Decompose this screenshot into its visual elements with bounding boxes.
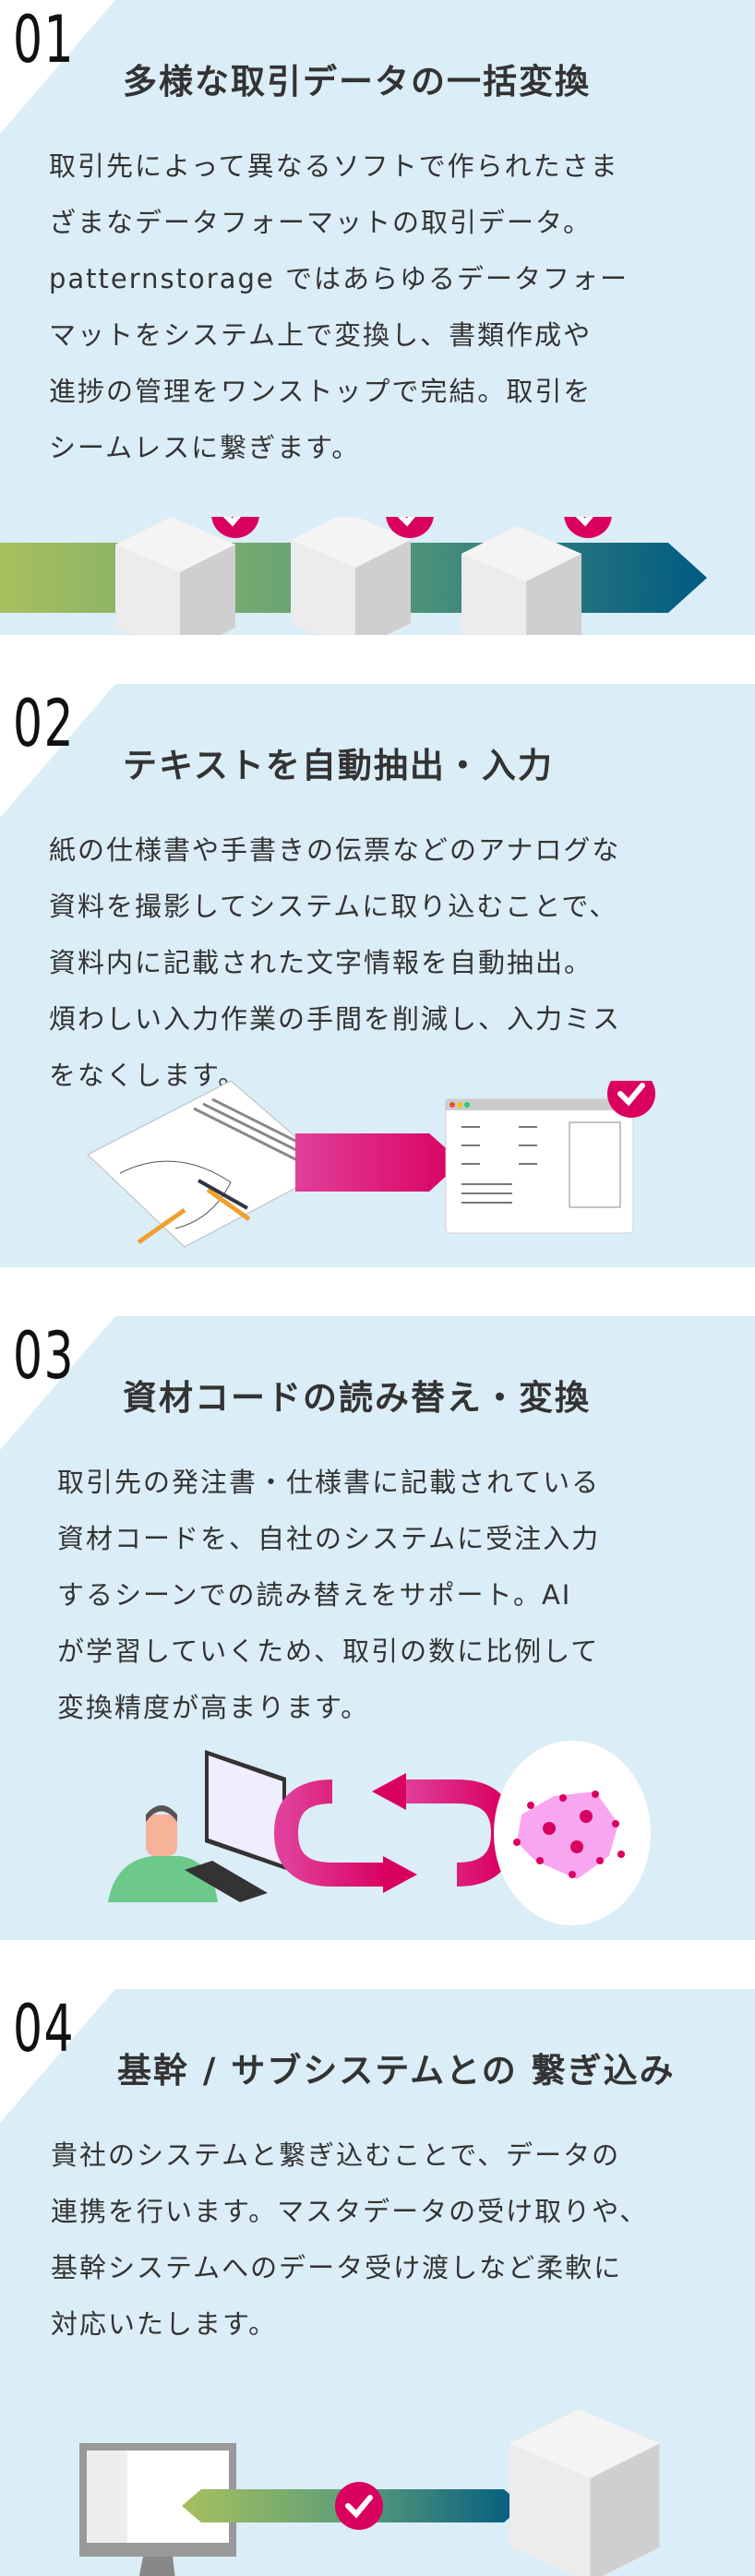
section-number: 03 [13, 1318, 76, 1394]
corner-decoration [0, 1316, 115, 1450]
description-line: 連携を行います。マスタデータの受け取りや、 [51, 2196, 649, 2227]
system-integration-illustration [79, 2409, 660, 2576]
description-line: シームレスに繋ぎます。 [49, 432, 361, 463]
description-line: 資料内に記載された文字情報を自動抽出。 [49, 947, 593, 978]
description-line: するシーンでの読み替えをサポート。AI [57, 1579, 572, 1611]
section-description: 貴社のシステムと繋ぎ込むことで、データの 連携を行います。マスタデータの受け取り… [51, 2127, 648, 2353]
corner-decoration [0, 1989, 115, 2123]
building-icon [115, 517, 235, 635]
description-line: が学習していくため、取引の数に比例して [57, 1635, 600, 1667]
corner-decoration [0, 684, 115, 818]
corner-decoration [0, 0, 115, 134]
code-conversion-illustration [108, 1741, 651, 1925]
section-title: 基幹 / サブシステムとの 繋ぎ込み [117, 2051, 676, 2091]
monitor-icon [79, 2443, 236, 2576]
description-line: 対応いたします。 [51, 2308, 278, 2340]
ai-brain-icon [494, 1741, 651, 1925]
description-line: 紙の仕様書や手書きの伝票などのアナログな [49, 834, 621, 866]
check-icon [335, 2482, 383, 2530]
paper-document-icon [87, 1081, 333, 1248]
section-description: 取引先の発注書・仕様書に記載されている 資材コードを、自社のシステムに受注入力 … [57, 1455, 600, 1736]
feature-section-02: 02 テキストを自動抽出・入力 紙の仕様書や手書きの伝票などのアナログな 資料を… [0, 684, 755, 1267]
office-tower-icon [291, 517, 411, 635]
feature-section-01: 01 多様な取引データの一括変換 取引先によって異なるソフトで作られたさま ざま… [0, 0, 755, 635]
description-line: 資材コードを、自社のシステムに受注入力 [57, 1523, 601, 1554]
check-icon [564, 517, 612, 538]
factory-icon [461, 526, 581, 635]
description-line: 煩わしい入力作業の手間を削減し、入力ミス [49, 1003, 622, 1035]
arrow-right-icon [295, 1133, 461, 1192]
text-extraction-illustration [87, 1081, 755, 1248]
pencil-icon [137, 1179, 251, 1245]
section-number: 02 [13, 686, 76, 761]
description-line: マットをシステム上で変換し、書類作成や [49, 319, 593, 351]
section-description: 紙の仕様書や手書きの伝票などのアナログな 資料を撮影してシステムに取り込むことで… [49, 822, 621, 1104]
user-at-computer-icon [108, 1750, 286, 1902]
description-line: patternstorage ではあらゆるデータフォー [49, 263, 629, 294]
description-line: をなくします。 [49, 1060, 247, 1091]
building-icon [509, 2409, 660, 2576]
description-line: ざまなデータフォーマットの取引データ。 [49, 207, 593, 238]
feature-section-04: 04 基幹 / サブシステムとの 繋ぎ込み 貴社のシステムと繋ぎ込むことで、デー… [0, 1989, 755, 2576]
browser-window-icon [445, 1098, 634, 1234]
section-description: 取引先によって異なるソフトで作られたさま ざまなデータフォーマットの取引データ。… [49, 138, 629, 476]
description-line: 基幹システムへのデータ受け渡しなど柔軟に [51, 2252, 623, 2283]
description-line: 変換精度が高まります。 [57, 1692, 370, 1723]
description-line: 取引先の発注書・仕様書に記載されている [57, 1467, 601, 1498]
cycle-arrows-icon [273, 1773, 516, 1893]
check-icon [211, 517, 259, 538]
section-title: テキストを自動抽出・入力 [123, 746, 554, 785]
description-line: 資料を撮影してシステムに取り込むことで、 [49, 891, 618, 922]
description-line: 取引先によって異なるソフトで作られたさま [49, 150, 619, 182]
description-line: 進捗の管理をワンストップで完結。取引を [49, 376, 593, 407]
section-title: 資材コードの読み替え・変換 [123, 1378, 591, 1418]
section-number: 01 [13, 2, 76, 78]
description-line: 貴社のシステムと繋ぎ込むことで、データの [51, 2139, 621, 2171]
section-number: 04 [13, 1991, 76, 2067]
feature-section-03: 03 資材コードの読み替え・変換 取引先の発注書・仕様書に記載されている 資材コ… [0, 1316, 755, 1940]
section-title: 多様な取引データの一括変換 [123, 62, 591, 102]
data-conversion-illustration [0, 517, 707, 635]
